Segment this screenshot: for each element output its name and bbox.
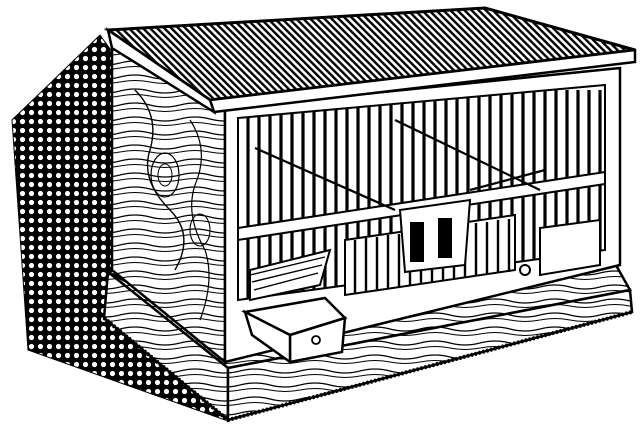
knob [519,264,531,276]
lower-compartment [344,198,516,297]
roof [103,6,637,115]
side-door-panel [539,218,601,277]
drawer-tray [241,296,348,365]
feeder-door [249,248,332,302]
perches [254,119,546,212]
